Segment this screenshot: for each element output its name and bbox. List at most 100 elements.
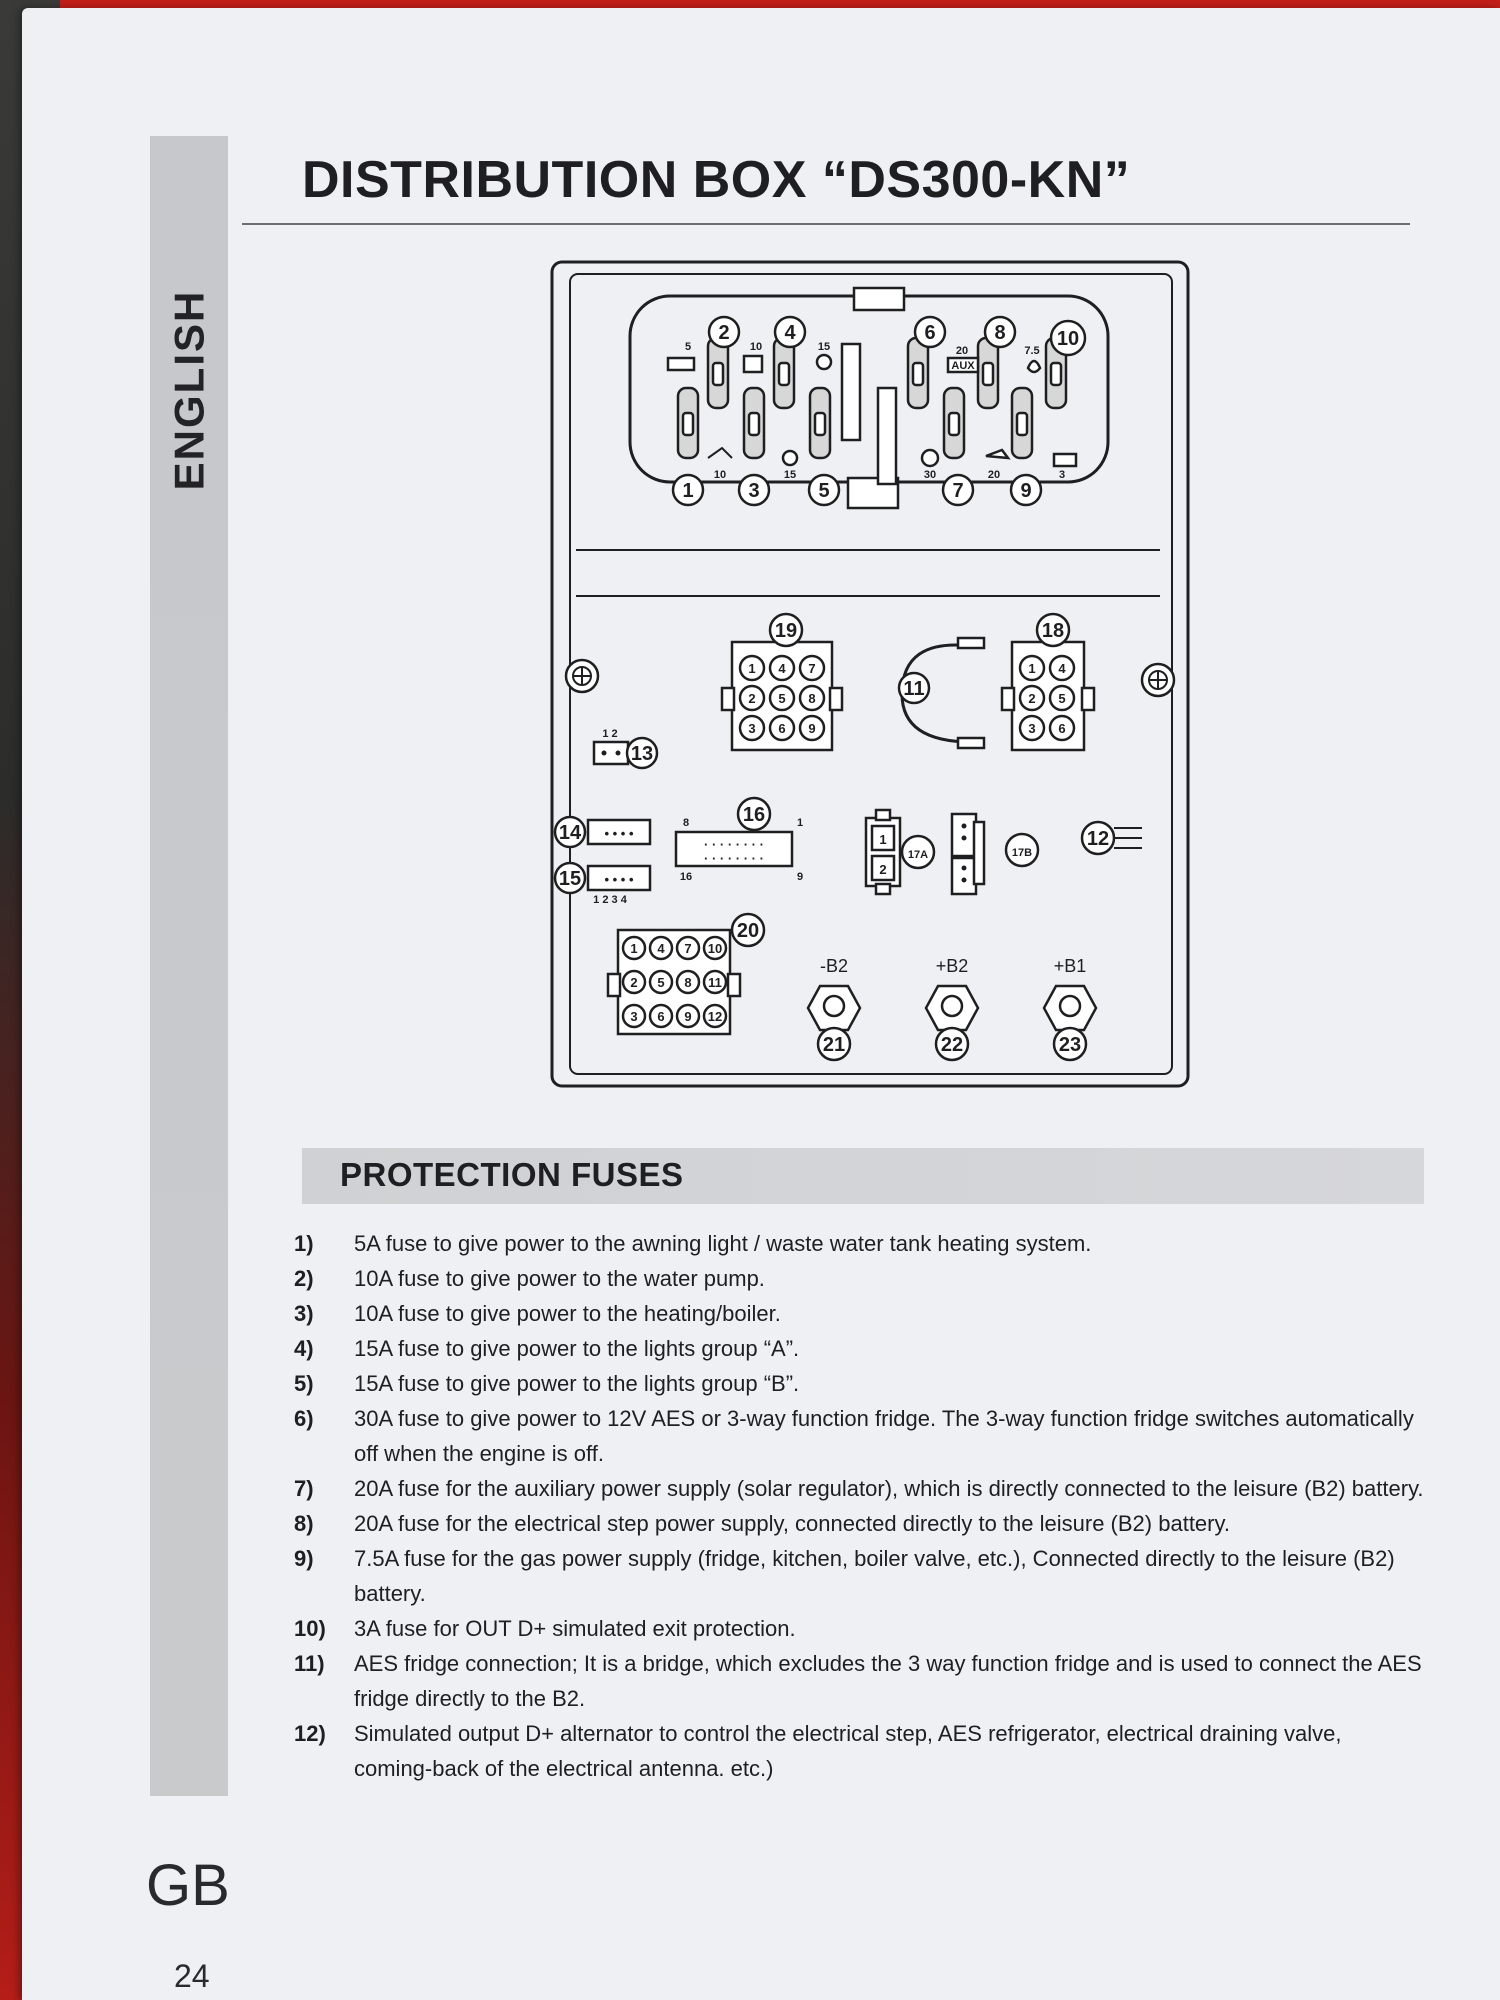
terminal-21: -B2 21 (806, 956, 862, 1062)
connector-pin-label: 8 (684, 975, 691, 990)
connector-14: 14 • • • • (553, 815, 652, 849)
connector-pin-label: 6 (778, 721, 785, 736)
svg-text:23: 23 (1059, 1034, 1081, 1056)
fuse-2-rating: 10 (750, 341, 762, 353)
fuse-item-number: 10) (294, 1616, 326, 1641)
fuse-number-4: 4 (773, 315, 807, 349)
fuse-list-item: 2)10A fuse to give power to the water pu… (294, 1261, 1424, 1296)
fuse-number-6: 6 (913, 315, 947, 349)
svg-text:10: 10 (1057, 328, 1079, 350)
terminal-23: +B1 23 (1042, 956, 1098, 1062)
svg-text:+B2: +B2 (936, 956, 969, 976)
fuse-10-rating: 3 (1059, 469, 1065, 481)
fuse-slot-6 (906, 336, 930, 410)
connector-pin (738, 714, 766, 742)
connector-pin (1048, 714, 1076, 742)
spare-fuse-slot (840, 342, 862, 442)
svg-text:8: 8 (994, 322, 1005, 344)
connector-pin (798, 714, 826, 742)
distribution-box-diagram: .ln { stroke:#1f1f22; fill:none; stroke-… (550, 260, 1190, 1088)
fuse-3-rating-bottom: 15 (784, 469, 796, 481)
fuse-list-item: 1) 5A fuse to give power to the awning li… (294, 1226, 1424, 1261)
connector-pin (768, 714, 796, 742)
connector-pin (1018, 684, 1046, 712)
fuse-item-text: 10A fuse to give power to the water pump… (354, 1266, 765, 1291)
connector-pin-label: 9 (808, 721, 815, 736)
fuse-list-item: 12)Simulated output D+ alternator to con… (294, 1716, 1424, 1786)
connector-11-bridge: 11 (897, 636, 986, 750)
fuse-holder (628, 294, 1110, 484)
connector-pin (1018, 654, 1046, 682)
svg-text:1: 1 (879, 832, 886, 847)
connector-16: 16 8 1 · · · · · · · · · · · · · · · · 1… (674, 796, 803, 883)
language-label: ENGLISH (165, 289, 212, 491)
fuse-item-number: 12) (294, 1721, 326, 1746)
connector-pin-label: 7 (808, 661, 815, 676)
side-band (150, 136, 228, 1796)
fuse-list-item: 10)3A fuse for OUT D+ simulated exit pro… (294, 1611, 1424, 1646)
fuse-item-number: 11) (294, 1651, 325, 1676)
svg-text:13: 13 (631, 743, 653, 765)
light-bulb-b-icon (815, 353, 833, 371)
fuse-7-rating-bottom: 20 (988, 469, 1000, 481)
svg-text:18: 18 (1042, 620, 1064, 642)
svg-text:16: 16 (680, 871, 692, 883)
fridge-fan-icon (920, 448, 940, 468)
fuse-slot-5 (808, 386, 832, 460)
connector-pin-label: 4 (778, 661, 786, 676)
connector-pin (738, 654, 766, 682)
fuse-item-text: 15A fuse to give power to the lights gro… (354, 1336, 800, 1361)
svg-text:17A: 17A (908, 849, 928, 861)
svg-text:8: 8 (683, 817, 689, 829)
svg-text:21: 21 (823, 1034, 845, 1056)
svg-text:16: 16 (743, 804, 765, 826)
fuse-6-rating-bottom: 30 (924, 469, 936, 481)
svg-text:9: 9 (797, 871, 803, 883)
connector-pin (702, 1003, 728, 1029)
mounting-hole-left (564, 658, 600, 694)
connector-pin (1048, 654, 1076, 682)
connector-pin (621, 1003, 647, 1029)
connector-pin-label: 11 (708, 975, 722, 990)
fuse-item-text: 5A fuse to give power to the awning ligh… (354, 1231, 1092, 1256)
connector-pin-label: 3 (1028, 721, 1035, 736)
connector-15: 15 • • • • 1 2 3 4 (553, 861, 652, 906)
fuse-item-number: 7) (294, 1476, 314, 1501)
svg-text:-B2: -B2 (820, 956, 848, 976)
box-outline (550, 260, 1190, 1088)
connector-pin (648, 935, 674, 961)
svg-text:11: 11 (903, 678, 924, 700)
svg-text:17B: 17B (1012, 847, 1032, 859)
svg-text:12: 12 (1087, 828, 1109, 850)
svg-text:• • • •: • • • • (604, 826, 633, 841)
fuse-list: 1) 5A fuse to give power to the awning li… (294, 1226, 1424, 1786)
terminal-22: +B2 22 (924, 956, 980, 1062)
fuse-10-rating-label: 7.5 (1024, 345, 1039, 357)
output-icon (1052, 452, 1078, 468)
step-icon (985, 448, 1011, 460)
connector-pin-label: 5 (657, 975, 664, 990)
connector-pin (648, 969, 674, 995)
fuse-1-rating-bottom: 10 (714, 469, 726, 481)
svg-text:· · · · · · · ·: · · · · · · · · (704, 837, 764, 852)
svg-text:9: 9 (1020, 480, 1031, 502)
fuse-item-number: 1) (294, 1231, 314, 1256)
connector-pin-label: 3 (630, 1009, 637, 1024)
connector-pin (798, 684, 826, 712)
awning-light-icon (666, 356, 696, 372)
connector-pin-label: 8 (808, 691, 815, 706)
fuse-list-item: 7)20A fuse for the auxiliary power suppl… (294, 1471, 1424, 1506)
connector-pin-label: 2 (748, 691, 755, 706)
fuse-holder-clip-top (852, 286, 906, 312)
language-code: GB (146, 1853, 230, 1918)
fuse-number-1: 1 (671, 473, 705, 507)
language-tab: ENGLISH (150, 270, 228, 510)
connector-pin (675, 969, 701, 995)
gas-flame-icon (1026, 359, 1042, 374)
svg-text:3: 3 (748, 480, 759, 502)
heating-icon (742, 354, 764, 374)
page-number: 24 (174, 1958, 210, 1994)
connector-pin-label: 4 (1058, 661, 1066, 676)
